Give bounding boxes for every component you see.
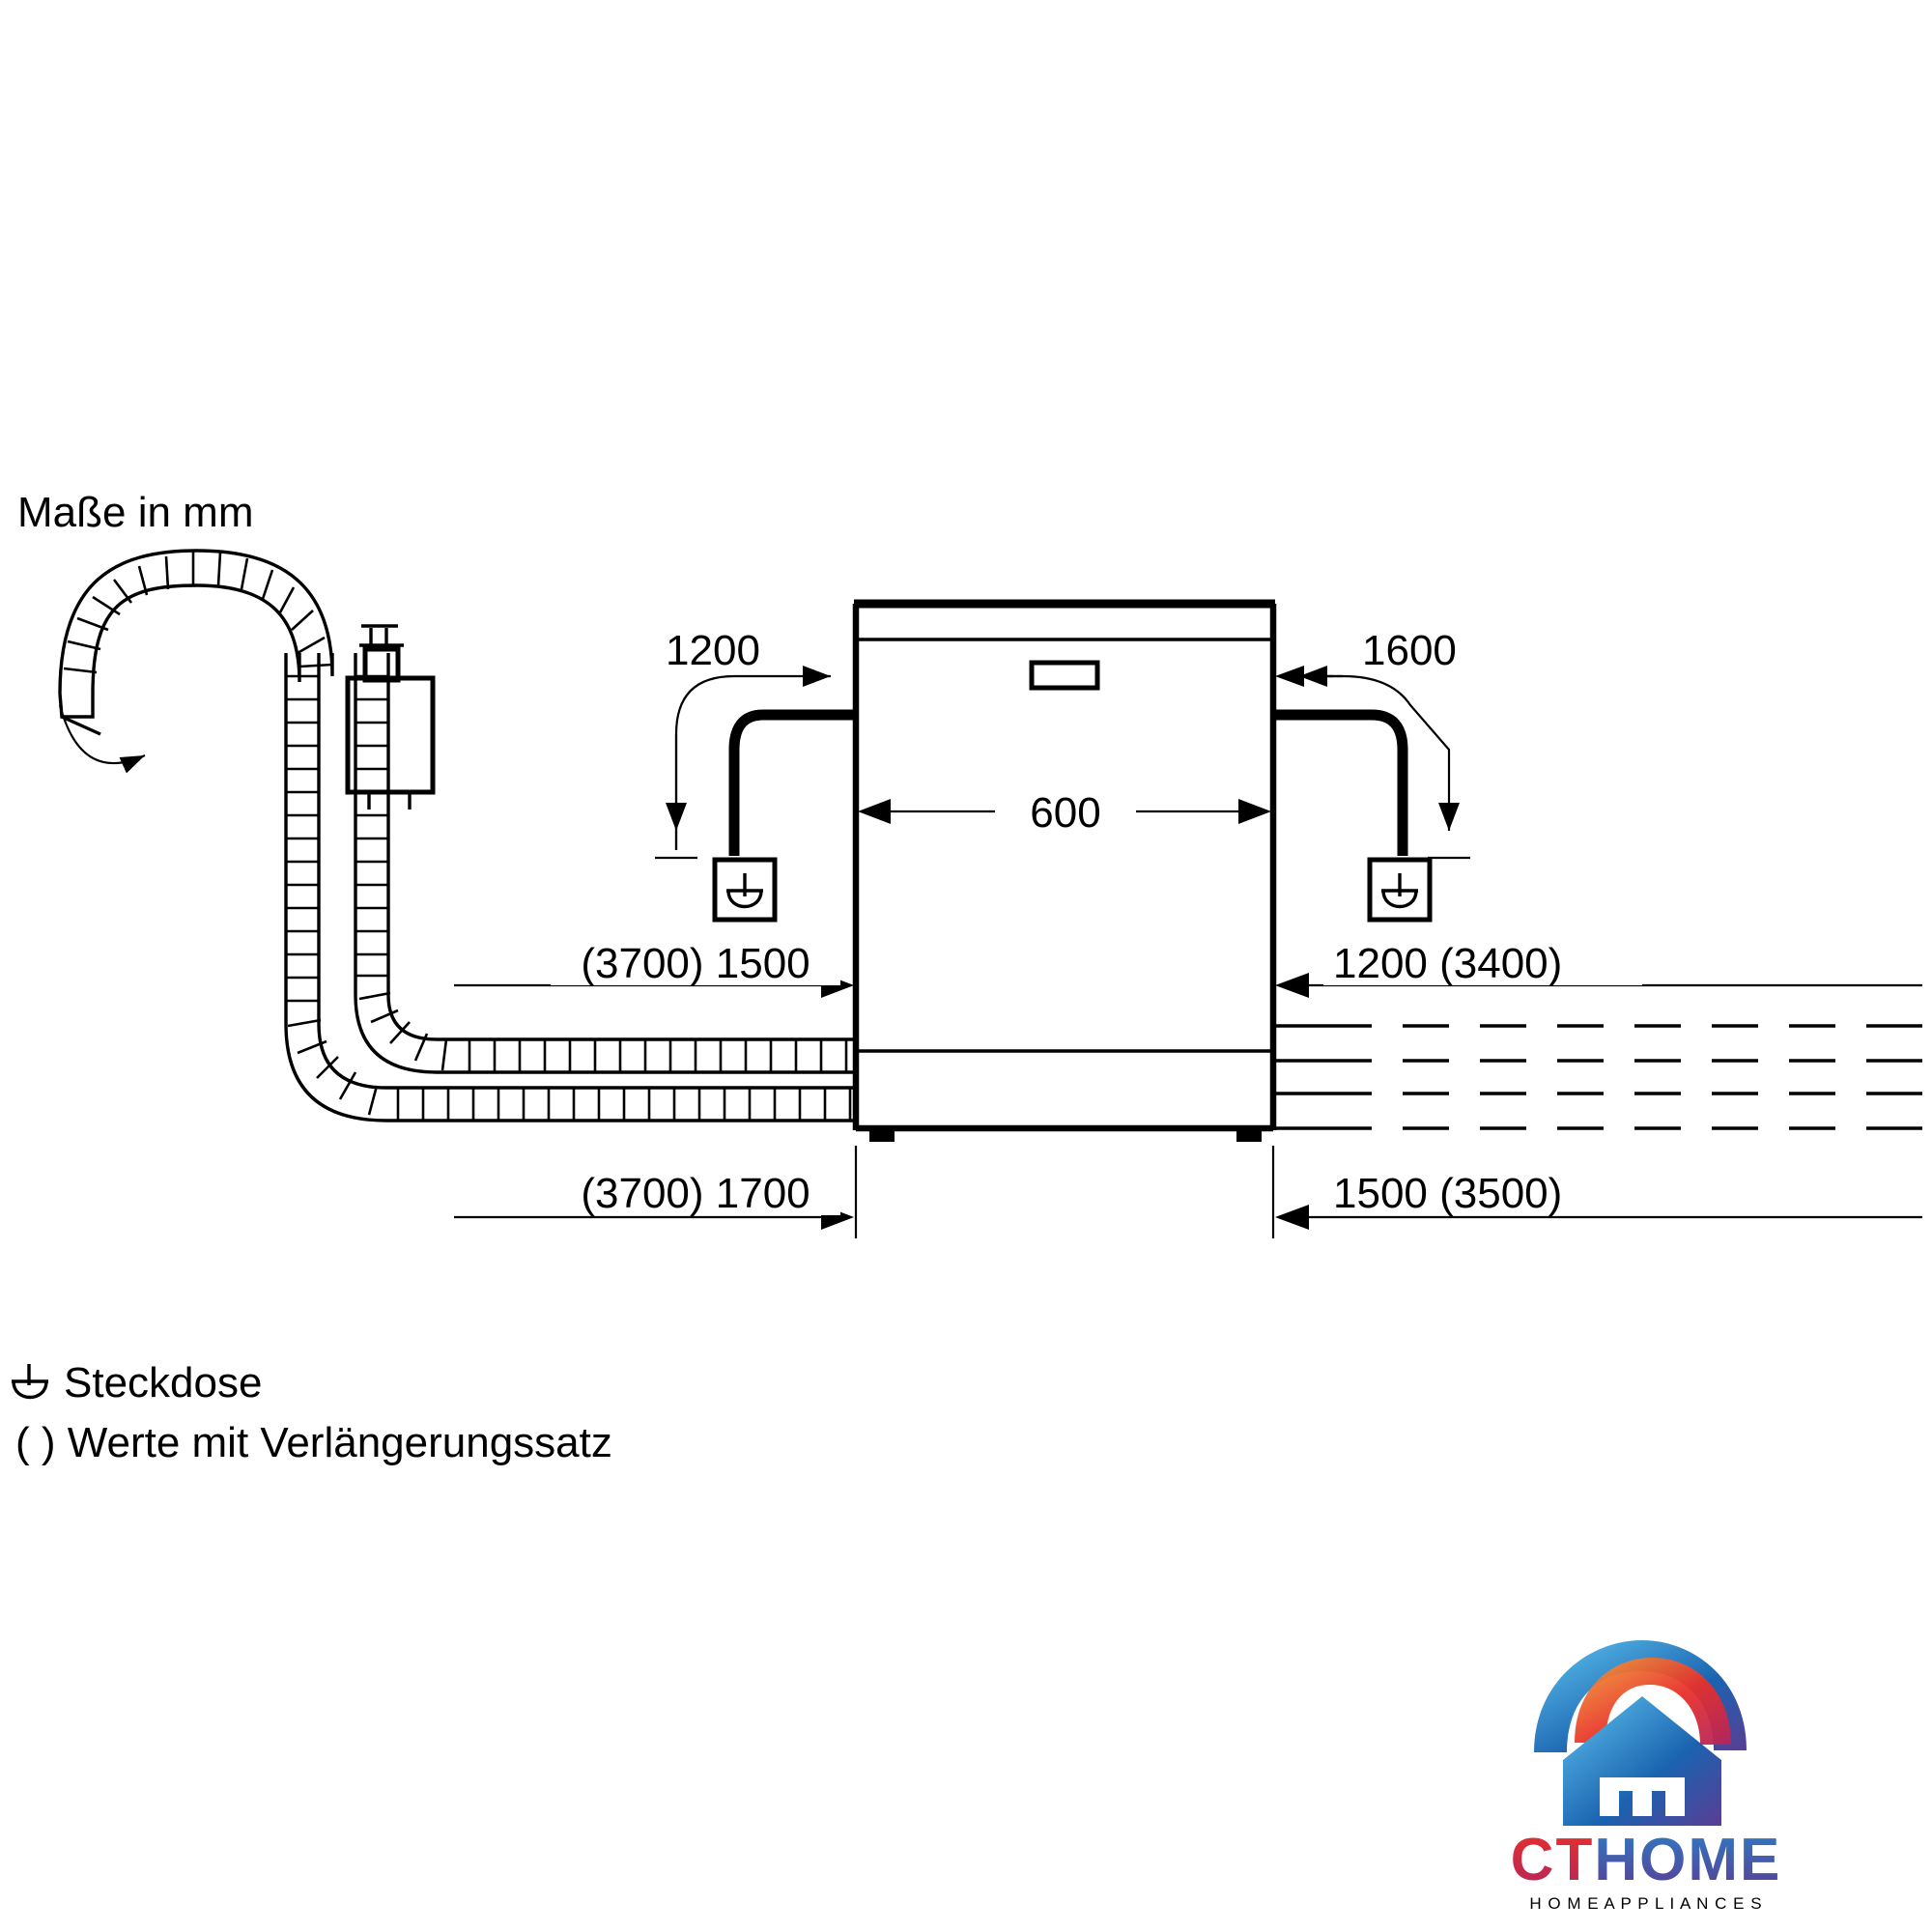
dimension-label-1500-3500: 1500 (3500)	[1333, 1170, 1562, 1217]
legend-socket-row: Steckdose	[12, 1359, 262, 1406]
dimension-label-1200-3400: 1200 (3400)	[1333, 940, 1562, 987]
power-cord-right	[1273, 709, 1408, 856]
dimension-label-3700-1500: (3700) 1500	[581, 940, 810, 987]
legend-socket-label: Steckdose	[64, 1359, 262, 1406]
dimension-label-1600: 1600	[1362, 627, 1457, 674]
dimension-mid-left: (3700) 1500	[454, 929, 854, 998]
watermark-brand: CTHOME	[1511, 1827, 1782, 1893]
power-cord-left	[728, 709, 856, 856]
dimension-top-left: 1200	[655, 627, 831, 860]
watermark-brand-ct: CT	[1511, 1827, 1595, 1893]
dimension-label-3700-1700: (3700) 1700	[581, 1170, 810, 1217]
legend-bracket-label: ( ) Werte mit Verlängerungssatz	[15, 1419, 612, 1466]
legend-bracket-row: ( ) Werte mit Verlängerungssatz	[15, 1419, 612, 1466]
page-title: Maße in mm	[17, 489, 253, 536]
dimension-bottom-right: 1500 (3500)	[1271, 1146, 1922, 1238]
dimension-bottom-left: (3700) 1700	[454, 1146, 858, 1238]
watermark-icon	[1534, 1640, 1747, 1826]
dimension-width-600: 600	[858, 784, 1271, 838]
dimension-label-600: 600	[1030, 789, 1100, 837]
watermark-tagline: H O M E A P P L I A N C E S	[1529, 1894, 1762, 1913]
watermark-cthome: CTHOME H O M E A P P L I A N C E S	[1370, 1627, 1911, 1917]
dimension-mid-right: 1200 (3400)	[1275, 929, 1922, 998]
socket-right	[1367, 857, 1433, 923]
dimension-top-right: 1600	[1275, 627, 1470, 860]
aquastop-valve	[345, 624, 436, 810]
appliance-outline	[852, 599, 1277, 1142]
right-supply-lines	[1275, 1023, 1922, 1131]
power-socket-icon	[12, 1364, 48, 1399]
watermark-brand-home: HOME	[1594, 1827, 1781, 1893]
left-corrugated-hoses	[284, 653, 856, 1122]
drain-hose-hook	[58, 549, 334, 774]
socket-left	[712, 857, 778, 923]
dimension-label-1200-top: 1200	[666, 627, 760, 674]
watermark-logo: CTHOME H O M E A P P L I A N C E S	[1511, 1640, 1782, 1913]
